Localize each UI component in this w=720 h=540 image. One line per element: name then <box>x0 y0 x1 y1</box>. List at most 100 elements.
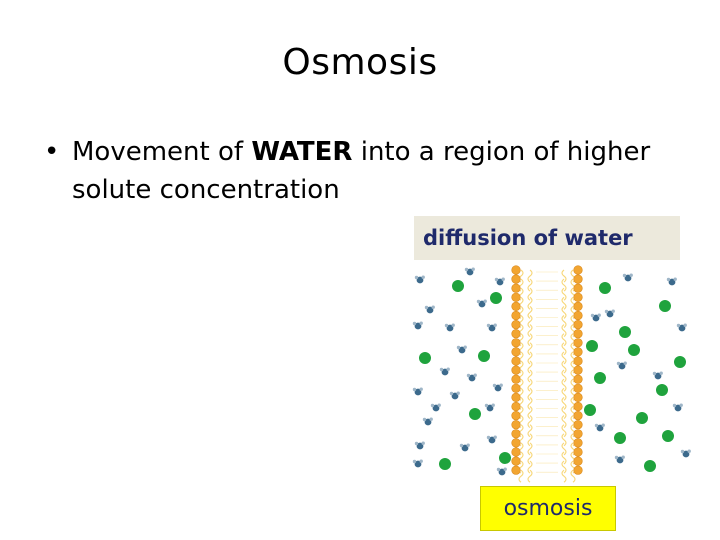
water-molecule-icon <box>617 362 627 370</box>
lipid-head-icon <box>512 275 521 284</box>
water-molecule-icon <box>431 404 441 412</box>
lipid-head-icon <box>574 430 583 439</box>
solute-particle-icon <box>628 344 640 356</box>
lipid-head-icon <box>574 339 583 348</box>
lipid-head-icon <box>574 302 583 311</box>
water-molecule-icon <box>457 346 467 354</box>
lipid-head-icon <box>512 402 521 411</box>
water-molecule-icon <box>487 436 497 444</box>
solute-particle-icon <box>619 326 631 338</box>
lipid-head-icon <box>512 366 521 375</box>
lipid-head-icon <box>512 448 521 457</box>
water-molecule-icon <box>591 314 601 322</box>
lipid-head-icon <box>574 320 583 329</box>
lipid-head-icon <box>574 329 583 338</box>
water-molecule-icon <box>493 384 503 392</box>
water-molecule-icon <box>615 456 625 464</box>
slide-title: Osmosis <box>0 42 720 83</box>
bullet-text: Movement of WATER into a region of highe… <box>72 133 684 209</box>
lipid-head-icon <box>574 284 583 293</box>
lipid-head-icon <box>574 311 583 320</box>
lipid-head-icon <box>574 366 583 375</box>
solute-particle-icon <box>599 282 611 294</box>
water-molecule-icon <box>465 268 475 276</box>
lipid-head-icon <box>574 457 583 466</box>
water-molecule-icon <box>653 372 663 380</box>
water-molecule-icon <box>677 324 687 332</box>
lipid-head-icon <box>512 411 521 420</box>
lipid-head-icon <box>574 348 583 357</box>
lipid-head-icon <box>574 448 583 457</box>
lipid-head-icon <box>512 439 521 448</box>
solute-particle-icon <box>419 352 431 364</box>
solute-particle-icon <box>594 372 606 384</box>
lipid-head-icon <box>512 284 521 293</box>
solute-particle-icon <box>478 350 490 362</box>
water-molecule-icon <box>413 460 423 468</box>
lipid-head-icon <box>574 411 583 420</box>
lipid-head-icon <box>512 393 521 402</box>
water-molecule-icon <box>425 306 435 314</box>
lipid-head-icon <box>512 311 521 320</box>
lipid-head-icon <box>574 393 583 402</box>
lipid-head-icon <box>574 275 583 284</box>
water-molecule-icon <box>415 442 425 450</box>
solute-particle-icon <box>439 458 451 470</box>
bullet-point: • Movement of WATER into a region of hig… <box>44 133 684 209</box>
solute-particle-icon <box>659 300 671 312</box>
water-molecule-icon <box>487 324 497 332</box>
lipid-head-icon <box>512 466 521 475</box>
lipid-head-icon <box>512 430 521 439</box>
solute-particle-icon <box>452 280 464 292</box>
solute-particle-icon <box>469 408 481 420</box>
lipid-head-icon <box>512 320 521 329</box>
solute-particle-icon <box>674 356 686 368</box>
lipid-head-icon <box>512 384 521 393</box>
solute-particle-icon <box>614 432 626 444</box>
water-molecule-icon <box>440 368 450 376</box>
lipid-head-icon <box>574 466 583 475</box>
lipid-head-icon <box>574 420 583 429</box>
water-molecule-icon <box>413 322 423 330</box>
membrane-icon <box>512 266 583 483</box>
solute-particle-icon <box>662 430 674 442</box>
lipid-head-icon <box>512 348 521 357</box>
lipid-head-icon <box>512 266 521 275</box>
lipid-head-icon <box>574 266 583 275</box>
bullet-text-start: Movement of <box>72 137 251 167</box>
water-molecule-icon <box>667 278 677 286</box>
lipid-head-icon <box>512 420 521 429</box>
water-molecule-icon <box>681 450 691 458</box>
water-molecule-icon <box>673 404 683 412</box>
particles-layer <box>413 268 691 476</box>
lipid-head-icon <box>574 357 583 366</box>
water-molecule-icon <box>605 310 615 318</box>
solute-particle-icon <box>499 452 511 464</box>
water-molecule-icon <box>450 392 460 400</box>
lipid-head-icon <box>574 384 583 393</box>
water-molecule-icon <box>477 300 487 308</box>
lipid-head-icon <box>574 293 583 302</box>
water-molecule-icon <box>595 424 605 432</box>
osmosis-diagram <box>400 258 700 488</box>
solute-particle-icon <box>656 384 668 396</box>
lipid-head-icon <box>512 302 521 311</box>
water-molecule-icon <box>485 404 495 412</box>
solute-particle-icon <box>644 460 656 472</box>
lipid-head-icon <box>574 375 583 384</box>
solute-particle-icon <box>584 404 596 416</box>
diffusion-label: diffusion of water <box>414 216 680 260</box>
water-molecule-icon <box>497 468 507 476</box>
bullet-symbol: • <box>44 133 59 171</box>
solute-particle-icon <box>586 340 598 352</box>
solute-particle-icon <box>490 292 502 304</box>
lipid-head-icon <box>512 339 521 348</box>
water-molecule-icon <box>423 418 433 426</box>
solute-particle-icon <box>636 412 648 424</box>
lipid-head-icon <box>512 329 521 338</box>
lipid-head-icon <box>512 357 521 366</box>
lipid-head-icon <box>512 457 521 466</box>
lipid-head-icon <box>512 375 521 384</box>
lipid-head-icon <box>574 439 583 448</box>
